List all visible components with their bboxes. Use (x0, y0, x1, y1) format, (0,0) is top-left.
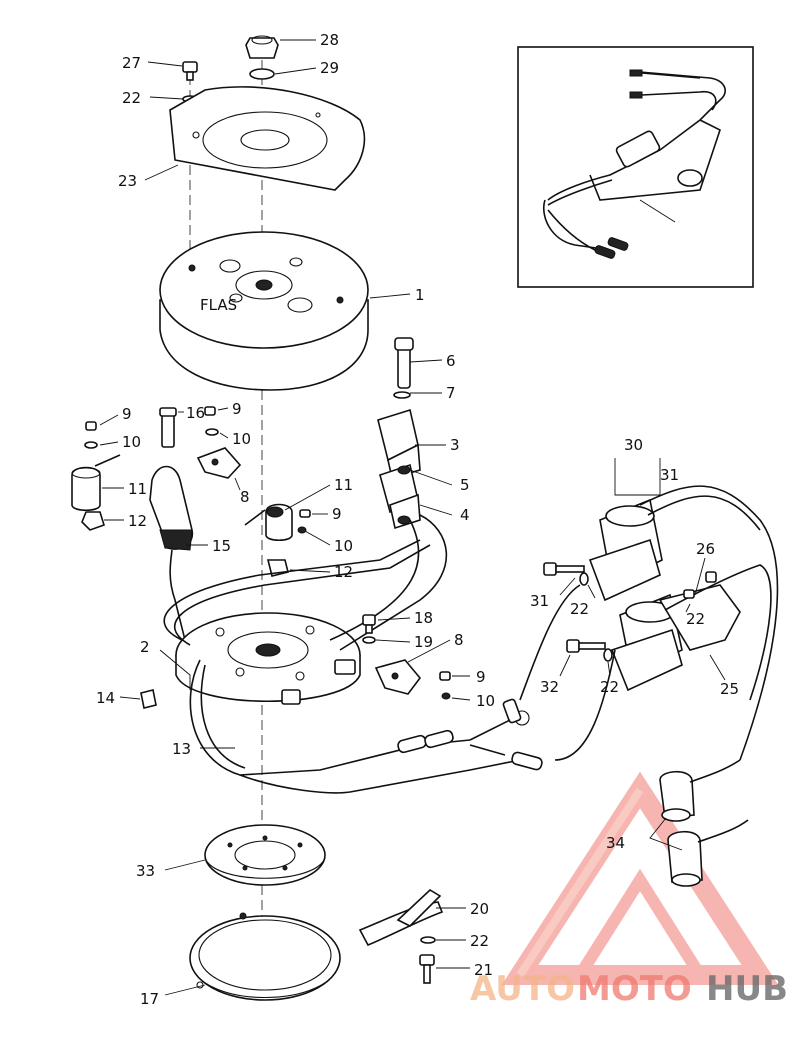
bolt-24 (182, 61, 198, 81)
bolt-31-upper (543, 562, 589, 586)
clip-8-lower (374, 659, 451, 700)
callout-8-b: 8 (454, 631, 464, 649)
callout-32: 34 (606, 834, 625, 852)
callout-22-e: 22 (600, 678, 619, 696)
callout-25: 28 (320, 31, 339, 49)
plug-caps-32 (659, 759, 749, 887)
wire-coil-3 (339, 514, 448, 651)
callout-5: 5 (460, 476, 470, 494)
callout-9-b: 9 (232, 400, 242, 418)
nut-25 (245, 35, 279, 59)
washer-22-bottom (420, 936, 436, 944)
watermark-logo (501, 771, 779, 985)
callout-14: 14 (96, 689, 115, 707)
screw-18-19 (362, 614, 376, 644)
pulser-coil-15 (149, 407, 194, 641)
callout-10-c: 10 (334, 537, 353, 555)
callout-26: 29 (320, 59, 339, 77)
callout-2: 2 (140, 638, 150, 656)
coil-assembly-3-4-5 (377, 337, 421, 530)
callout-30: 31 (660, 466, 679, 484)
callout-12-a: 12 (128, 512, 147, 530)
callout-15: 15 (212, 537, 231, 555)
ring-17 (189, 912, 341, 1001)
flywheel-1: FLAS (159, 231, 369, 391)
callout-28: 26 (696, 540, 715, 558)
callout-27: 25 (720, 680, 739, 698)
callout-22-d: 22 (686, 610, 705, 628)
bolt-21 (419, 954, 435, 984)
watermark-hub: HUB (706, 969, 788, 1009)
inset-harness-34 (517, 46, 754, 288)
bolt-31-lower (566, 639, 613, 662)
callout-3: 3 (450, 436, 460, 454)
ignition-coil-29 (588, 485, 779, 761)
callout-11-a: 11 (128, 480, 147, 498)
callout-31-a: 31 (530, 592, 549, 610)
ring-33 (204, 824, 326, 886)
callout-11-b: 11 (334, 476, 353, 494)
washer-26 (249, 68, 275, 80)
watermark-text: AUTO MOTO HUB (470, 969, 788, 1009)
callout-6: 6 (446, 352, 456, 370)
callout-29: 30 (624, 436, 643, 454)
callout-16: 16 (186, 404, 205, 422)
watermark-moto: MOTO (577, 969, 692, 1009)
callout-7: 7 (446, 384, 456, 402)
callout-1: 1 (415, 286, 425, 304)
leader-lines (99, 39, 726, 996)
wire-to-coil-29 (519, 584, 581, 701)
callout-18: 18 (414, 609, 433, 627)
callout-24: 27 (122, 54, 141, 72)
callout-17: 17 (140, 990, 159, 1008)
callout-12-b: 12 (334, 563, 353, 581)
callout-33: 33 (136, 862, 155, 880)
ignition-coil-27 (610, 564, 772, 701)
harness-13 (163, 539, 543, 794)
callout-10-d: 10 (476, 692, 495, 710)
wire-to-coil-27 (554, 649, 616, 761)
plate-23 (169, 86, 366, 191)
callout-21: 21 (474, 961, 493, 979)
flywheel-marking: FLAS (200, 296, 237, 314)
callout-22-top: 22 (122, 89, 141, 107)
clip-8-upper (196, 406, 242, 479)
cap-14 (140, 689, 157, 709)
callout-22-c: 22 (570, 600, 589, 618)
wire-coil-4 (329, 519, 420, 641)
callout-labels: 27 22 28 29 23 1 6 7 3 5 4 9 10 11 12 16… (96, 31, 739, 1008)
callout-13: 13 (172, 740, 191, 758)
stator-base-2 (175, 612, 361, 705)
center-coil-11-12 (244, 503, 311, 577)
callout-31-b: 32 (540, 678, 559, 696)
callout-22-bottom: 22 (470, 932, 489, 950)
callout-4: 4 (460, 506, 470, 524)
callout-10-b: 10 (232, 430, 251, 448)
callout-9-c: 9 (332, 505, 342, 523)
left-sensor-group (71, 421, 121, 531)
callout-23: 23 (118, 172, 137, 190)
bracket-20 (358, 889, 444, 947)
callout-8-a: 8 (240, 488, 250, 506)
watermark-auto: AUTO (470, 969, 575, 1009)
callout-20: 20 (470, 900, 489, 918)
callout-9-d: 9 (476, 668, 486, 686)
callout-9-a: 9 (122, 405, 132, 423)
callout-10-a: 10 (122, 433, 141, 451)
callout-19: 19 (414, 633, 433, 651)
